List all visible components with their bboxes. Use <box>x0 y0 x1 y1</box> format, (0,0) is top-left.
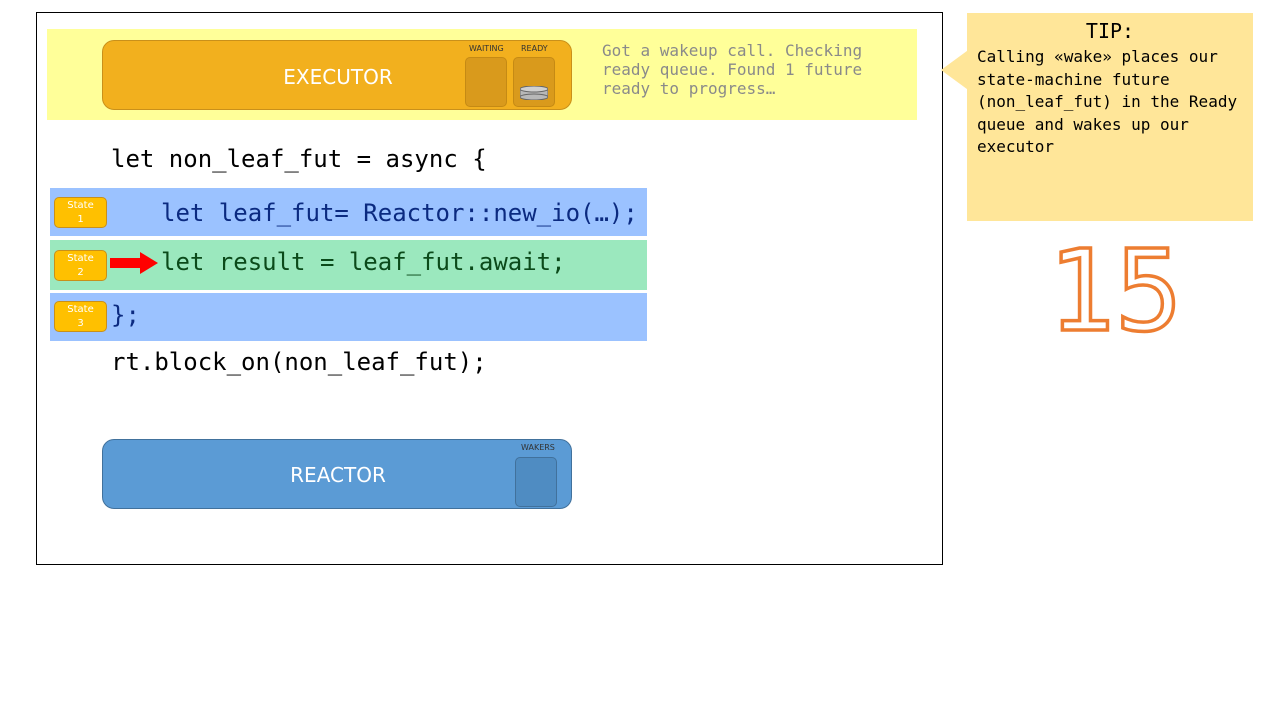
code-line-state-1: let leaf_fut= Reactor::new_io(…); <box>161 199 638 227</box>
state-badge-1: State 1 <box>54 197 107 228</box>
step-number: 15 <box>1046 232 1184 342</box>
future-cylinder-icon <box>520 86 548 100</box>
executor-message: Got a wakeup call. Checking ready queue.… <box>602 41 863 98</box>
state-badge-label: State <box>67 304 94 315</box>
executor-label: EXECUTOR <box>283 65 393 89</box>
wakers-slot <box>515 457 557 507</box>
code-line-state-2: let result = leaf_fut.await; <box>161 248 566 276</box>
state-badge-3: State 3 <box>54 301 107 332</box>
reactor-label: REACTOR <box>290 463 386 487</box>
waiting-queue <box>465 57 507 107</box>
code-line-async-open: let non_leaf_fut = async { <box>111 145 487 173</box>
tip-title: TIP: <box>1085 19 1135 43</box>
tip-callout: TIP: Calling «wake» places our state-mac… <box>967 13 1253 221</box>
state-badge-label: State <box>67 253 94 264</box>
reactor-box: REACTOR WAKERS <box>102 439 572 509</box>
state-badge-number: 1 <box>77 214 84 225</box>
code-line-state-3: }; <box>111 301 140 329</box>
state-badge-2: State 2 <box>54 250 107 281</box>
state-badge-number: 2 <box>77 267 84 278</box>
state-badge-label: State <box>67 200 94 211</box>
waiting-label: WAITING <box>469 44 504 53</box>
step-number-text: 15 <box>1048 232 1183 342</box>
state-row-1 <box>50 188 647 236</box>
state-badge-number: 3 <box>77 318 84 329</box>
wakers-label: WAKERS <box>521 443 555 452</box>
executor-box: EXECUTOR WAITING READY <box>102 40 572 110</box>
ready-queue <box>513 57 555 107</box>
state-row-3 <box>50 293 647 341</box>
ready-label: READY <box>521 44 548 53</box>
tip-pointer-icon <box>941 48 971 92</box>
code-line-block-on: rt.block_on(non_leaf_fut); <box>111 348 487 376</box>
current-state-arrow-icon <box>110 252 158 274</box>
tip-body: Calling «wake» places our state-machine … <box>977 47 1238 156</box>
